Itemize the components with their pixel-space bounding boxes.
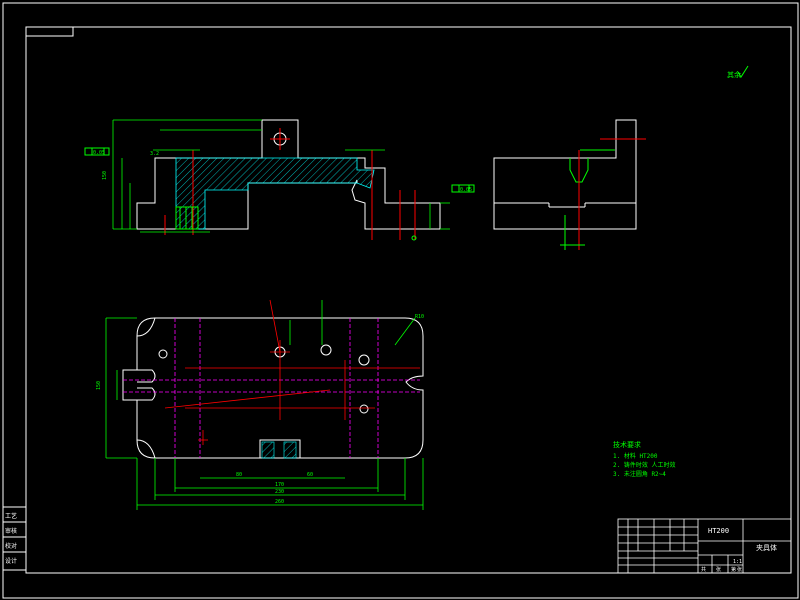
front-view: 0.05 0.05 150 3.2: [84, 119, 475, 241]
flatness-frame-right: 0.05: [451, 184, 475, 193]
title-scale: 1:1: [733, 559, 742, 565]
dim-height: 150: [102, 171, 108, 180]
drawing-number-box: [25, 26, 74, 37]
title-block: [617, 518, 792, 574]
surface-mark-label: 其余: [727, 70, 741, 79]
dim-roughness: 3.2: [150, 151, 159, 157]
title-sheet-label-1: 共: [701, 566, 706, 573]
dim-mid-width: 230: [275, 489, 284, 495]
dim-top-height: 150: [96, 381, 102, 390]
dim-pitch: 60: [307, 472, 313, 478]
title-sheet-label-2: 张: [716, 566, 721, 573]
hole-3: [358, 354, 370, 366]
stamp-line-3: 校对: [5, 542, 17, 550]
title-sheet-label-4: 张: [737, 566, 742, 573]
hole-5: [359, 404, 369, 414]
side-view: [493, 119, 646, 250]
hole-4: [158, 349, 168, 359]
surface-roughness-mark: 其余: [727, 65, 749, 79]
stamp-line-2: 审核: [5, 527, 17, 535]
tech-note-1: 1. 材料 HT200: [613, 452, 658, 460]
left-stamp: 工艺 审核 校对 设计: [2, 506, 27, 571]
flatness-value-right: 0.05: [460, 187, 472, 193]
title-material: HT200: [708, 527, 729, 535]
hole-2: [320, 344, 332, 356]
dim-top-width: 260: [275, 499, 284, 505]
tech-note-3: 3. 未注圆角 R2~4: [613, 470, 666, 478]
dim-hole-spacing: 80: [236, 472, 242, 478]
stamp-line-1: 工艺: [5, 512, 17, 520]
section-hatch: [175, 157, 375, 230]
dim-radius: R10: [415, 314, 424, 320]
tech-note-2: 2. 铸件时效 人工时效: [613, 461, 675, 469]
title-sheet-label-3: 第: [731, 566, 736, 573]
title-part-name: 夹具体: [756, 543, 777, 552]
stamp-line-4: 设计: [5, 557, 17, 565]
flatness-value-left: 0.05: [93, 150, 105, 156]
flatness-frame-left: 0.05: [84, 147, 110, 156]
top-view: 150 260 230 170 80 60 R10: [96, 299, 424, 510]
tech-notes-title: 技术要求: [613, 440, 641, 449]
technical-requirements: 技术要求 1. 材料 HT200 2. 铸件时效 人工时效 3. 未注圆角 R2…: [613, 440, 675, 478]
dim-inner-width: 170: [275, 482, 284, 488]
